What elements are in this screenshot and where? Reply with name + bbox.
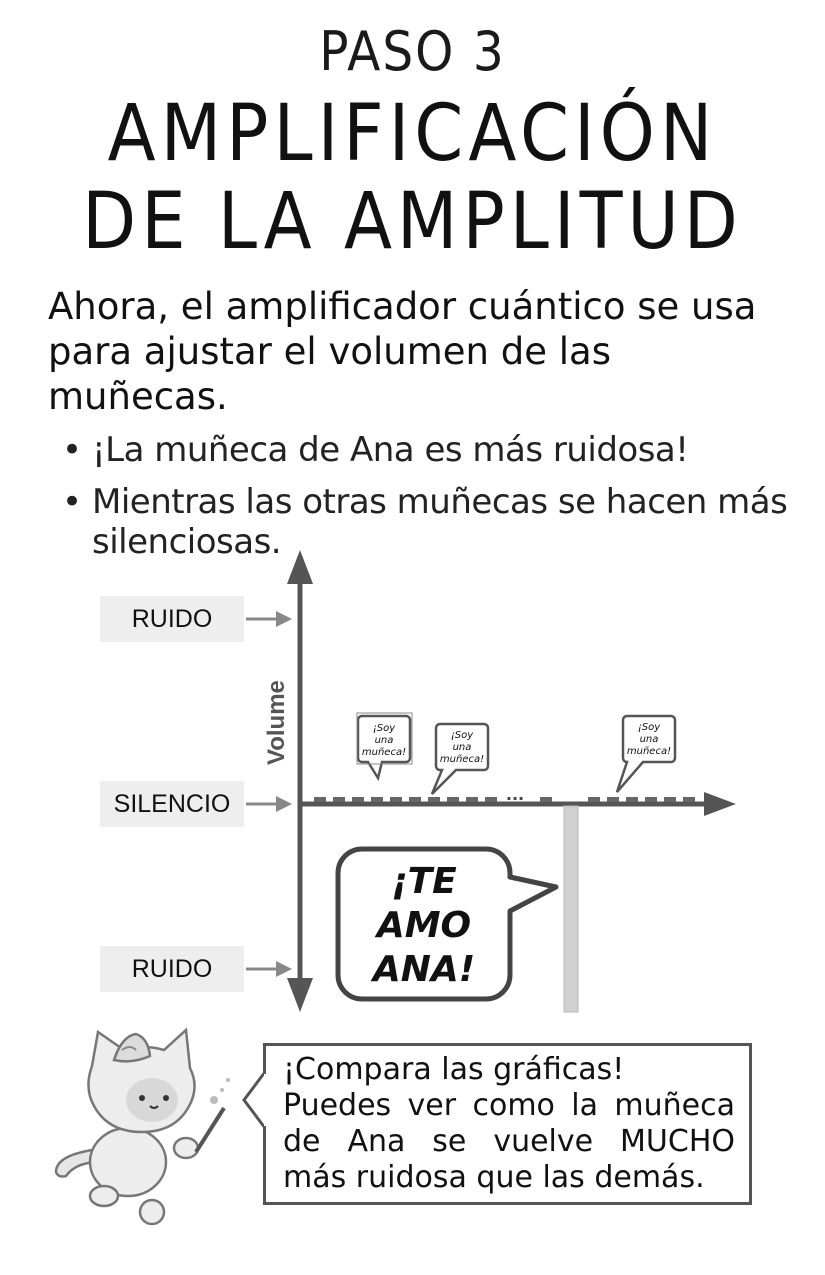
callout-text: ¡Compara las gráficas! Puedes ver como l… (283, 1052, 735, 1196)
title-line-2: DE LA AMPLITUD (82, 177, 743, 267)
cat-wizard-mascot (54, 1027, 230, 1226)
intro-paragraph: Ahora, el amplificador cuántico se usa p… (48, 285, 757, 418)
doll-amplitude-mark (314, 797, 326, 802)
doll-amplitude-mark (409, 797, 421, 802)
level-label-noise-bottom: RUIDO (100, 946, 244, 992)
doll-amplitude-mark (447, 797, 459, 802)
bullet-item: •¡La muñeca de Ana es más ruidosa! (58, 430, 798, 470)
ellipsis-text: ... (506, 785, 524, 804)
y-axis-label: Volume (263, 680, 290, 765)
doll-amplitude-mark (371, 797, 383, 802)
doll-amplitude-mark (626, 797, 638, 802)
doll-amplitude-mark (664, 797, 676, 802)
doll-amplitude-mark (645, 797, 657, 802)
ana-speech-bubble: ¡TE AMO ANA! (335, 846, 559, 1002)
ana-speech-line: AMO (374, 905, 471, 946)
x-axis (300, 792, 736, 816)
bullet-dot: • (62, 430, 82, 470)
ana-doll-amplitude-bar (563, 805, 579, 1013)
ana-speech-line: ¡TE (391, 861, 457, 902)
level-label-noise-top: RUIDO (100, 596, 244, 642)
bullet-text: Mientras las otras muñecas se hacen más … (92, 482, 788, 562)
callout-pointer (242, 1071, 268, 1129)
ana-speech-line: ANA! (370, 949, 475, 990)
title-line-1: AMPLIFICACIÓN (107, 89, 718, 179)
y-axis (287, 550, 313, 1012)
doll-amplitude-mark (352, 797, 364, 802)
doll-amplitude-mark (390, 797, 402, 802)
callout-heading: ¡Compara las gráficas! (283, 1052, 625, 1087)
doll-amplitude-marks (314, 797, 695, 802)
doll-amplitude-mark (540, 797, 552, 802)
step-label: PASO 3 (319, 20, 506, 83)
doll-amplitude-mark (428, 797, 440, 802)
bullet-text: ¡La muñeca de Ana es más ruidosa! (92, 430, 689, 470)
doll-amplitude-mark (607, 797, 619, 802)
bullet-dot: • (62, 482, 82, 522)
level-label-silence: SILENCIO (100, 781, 244, 827)
doll-amplitude-mark (485, 797, 497, 802)
doll-amplitude-mark (333, 797, 345, 802)
bullet-item: •Mientras las otras muñecas se hacen más… (58, 482, 798, 562)
label-arrows (246, 611, 292, 977)
callout-box (263, 1043, 752, 1205)
bullet-list: •¡La muñeca de Ana es más ruidosa! •Mien… (58, 430, 798, 574)
doll-amplitude-mark (588, 797, 600, 802)
doll-amplitude-mark (683, 797, 695, 802)
callout-body: Puedes ver como la muñeca de Ana se vuel… (283, 1088, 735, 1195)
doll-amplitude-mark (466, 797, 478, 802)
